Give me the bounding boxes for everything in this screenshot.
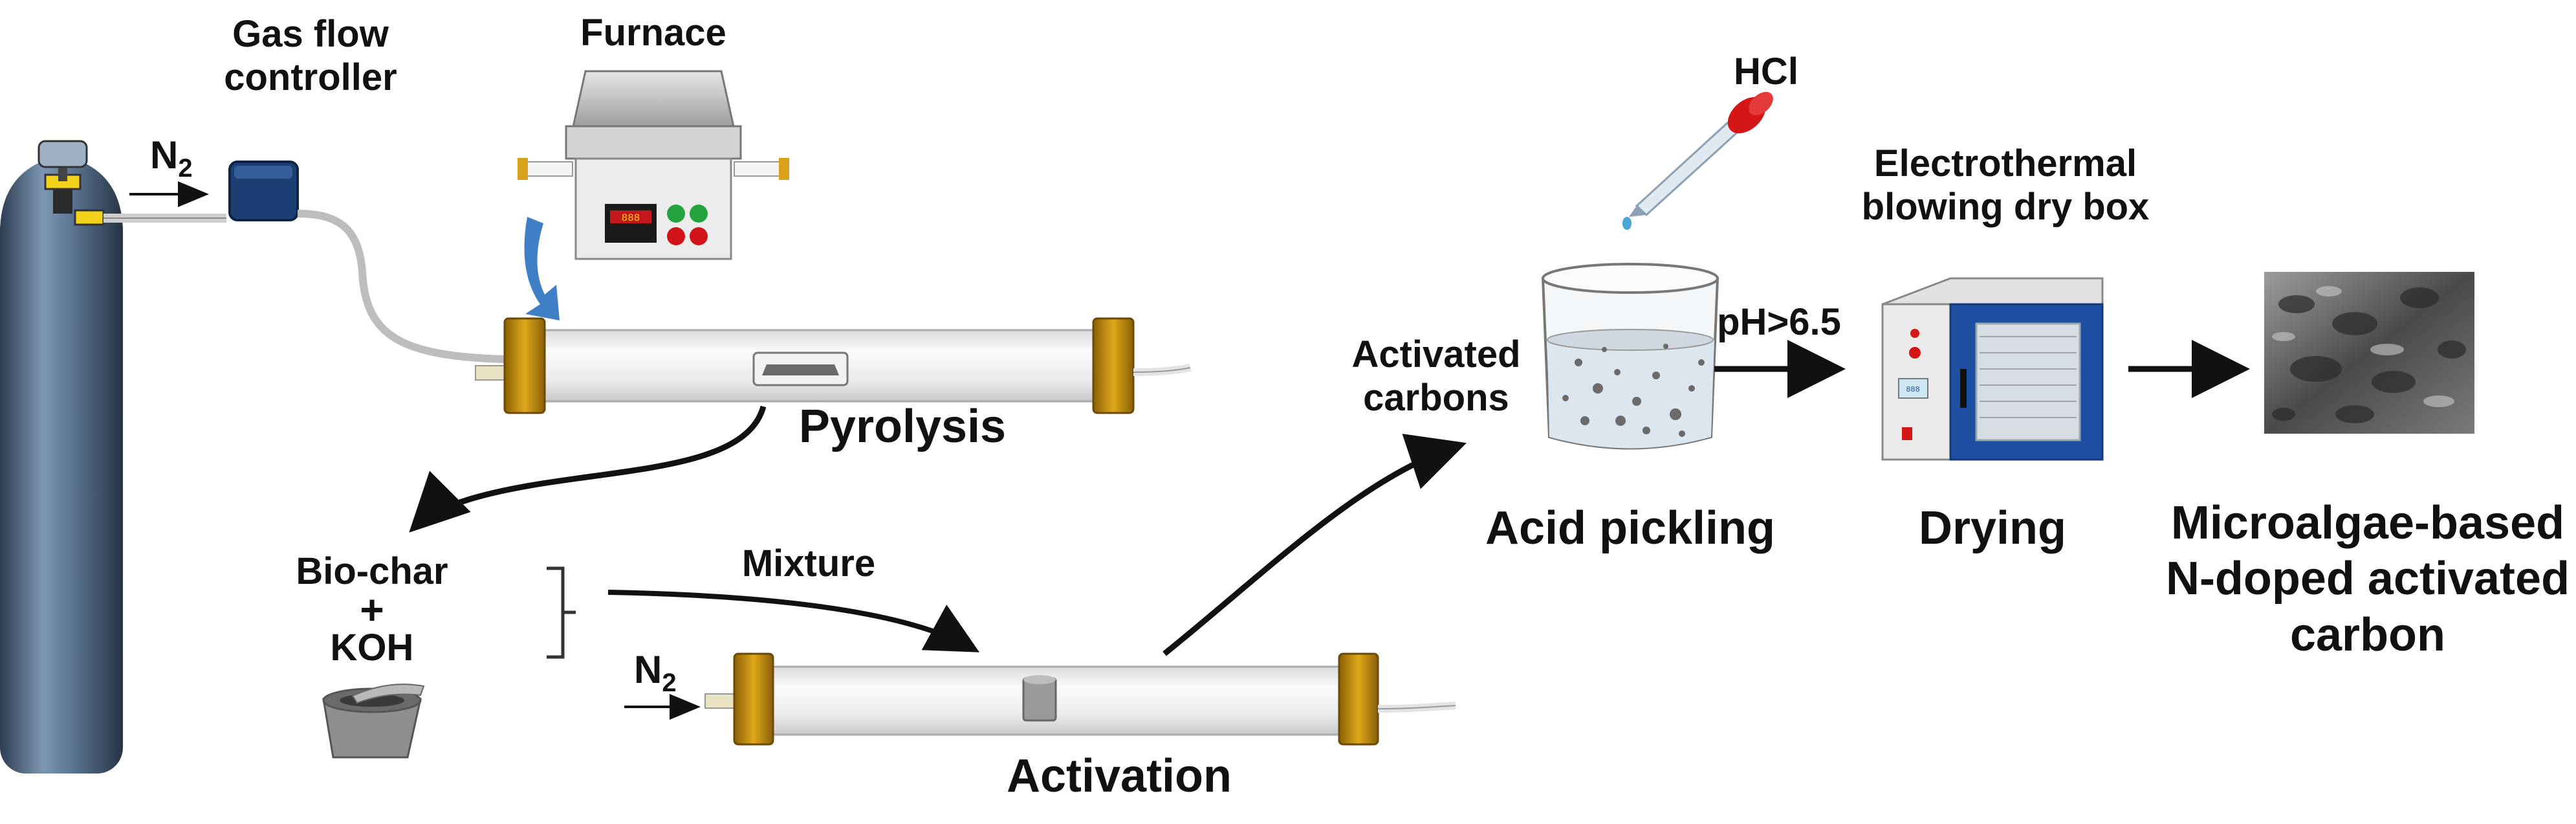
dropper-icon — [1622, 91, 1773, 230]
pyrolysis-label: Pyrolysis — [798, 401, 1007, 452]
pyrolysis-to-biochar-arrow — [409, 405, 767, 533]
activation-to-pickling-arrow — [1162, 434, 1467, 656]
pyrolysis-tube-icon — [475, 317, 1192, 414]
mortar-icon — [322, 684, 425, 759]
n2-label-top: N2 — [150, 133, 193, 183]
furnace-label: Furnace — [580, 12, 726, 54]
product-label-line1: Microalgae-based — [2170, 497, 2565, 549]
mixture-arrow — [607, 590, 980, 652]
activation-label: Activation — [1006, 750, 1232, 802]
gas-flow-controller-label-line1: Gas flow — [232, 13, 389, 55]
koh-label: KOH — [330, 626, 414, 669]
activated-carbons-label: Activated carbons — [1339, 333, 1533, 419]
product-label-line2: N-doped activated — [2165, 553, 2570, 605]
bio-char-label: Bio-char — [296, 550, 448, 592]
n2-label-bottom: N2 — [634, 647, 677, 698]
bracket — [547, 566, 565, 659]
dry-box-label-line1: Electrothermal — [1873, 142, 2137, 184]
beaker-icon — [1541, 263, 1719, 450]
sem-image-icon — [2264, 272, 2474, 434]
plus-label: + — [360, 586, 384, 633]
product-label-line3: carbon — [2289, 608, 2446, 661]
ph-label: pH>6.5 — [1717, 301, 1841, 343]
mixture-label: Mixture — [741, 542, 876, 585]
n2-label-top-subscript: 2 — [178, 154, 193, 183]
gas-flow-controller-icon — [228, 161, 299, 221]
dry-box-label: Electrothermal blowing dry box — [1844, 142, 2167, 228]
biochar-koh-label: Bio-char + KOH — [291, 550, 453, 670]
activated-carbons-line2: carbons — [1363, 376, 1509, 419]
n2-label-bottom-subscript: 2 — [662, 669, 677, 697]
activation-tube-icon — [704, 652, 1456, 746]
drying-label: Drying — [1918, 502, 2067, 554]
gas-cylinder-icon — [0, 140, 123, 774]
gas-flow-controller-label-line2: controller — [224, 56, 397, 98]
gas-hose — [297, 210, 505, 363]
hcl-label: HCl — [1734, 50, 1798, 93]
n2-label-bottom-text: N — [634, 648, 662, 691]
acid-pickling-label: Acid pickling — [1485, 502, 1776, 554]
dry-box-label-line2: blowing dry box — [1861, 185, 2150, 228]
gas-flow-controller-label: Gas flow controller — [213, 13, 408, 99]
svg-text:888: 888 — [622, 212, 640, 224]
svg-text:888: 888 — [1906, 385, 1920, 394]
n2-label-top-text: N — [150, 133, 179, 177]
product-label: Microalgae-based N-doped activated carbo… — [2164, 495, 2571, 663]
activated-carbons-line1: Activated — [1351, 333, 1521, 375]
furnace-icon: 888 — [518, 70, 789, 260]
load-arrow-icon — [524, 217, 560, 320]
drying-oven-icon: 888 — [1881, 277, 2104, 461]
